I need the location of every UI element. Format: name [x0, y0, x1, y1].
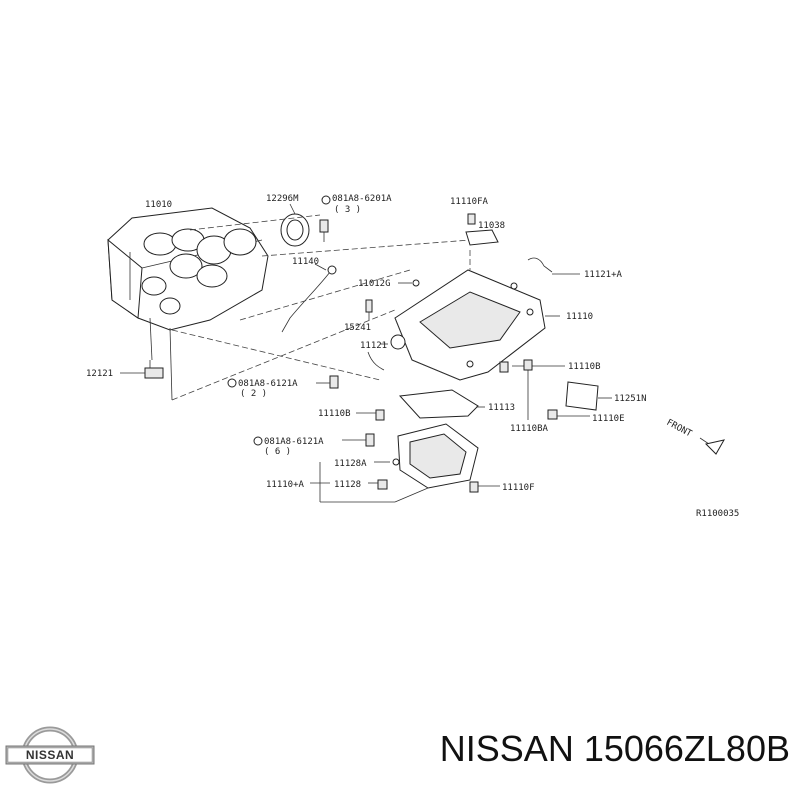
label-bolt-e: 11110E: [592, 414, 625, 424]
label-bolt-b-lower: 11110B: [318, 409, 351, 419]
upper-oil-pan: [390, 269, 560, 381]
mount-bracket: [120, 360, 164, 379]
label-bolt-f: 11110F: [502, 483, 535, 493]
label-drain-group: 11110+A: [266, 480, 305, 490]
label-ref: R1100035: [696, 509, 739, 519]
label-block: 11010: [145, 200, 172, 210]
nissan-logo: NISSAN: [5, 726, 95, 784]
bolt-11110e: [547, 409, 590, 420]
label-bolt-c: 081A8-6121A: [264, 437, 324, 447]
label-11121: 11121: [360, 341, 387, 351]
bolt-b: [227, 375, 339, 389]
label-mount: 12121: [86, 369, 113, 379]
label-bolt-c-qty: ( 6 ): [264, 447, 291, 457]
assembly-lines: [171, 214, 471, 401]
bolt-11110b-lower: [356, 409, 385, 421]
label-dipstick: 11140: [292, 257, 319, 267]
lower-oil-pan: [397, 423, 479, 489]
dipstick: [281, 263, 337, 333]
label-bolt-ba: 11110BA: [510, 424, 549, 434]
label-bolt-b-qty: ( 2 ): [240, 389, 267, 399]
label-bolt-a-qty: ( 3 ): [334, 205, 361, 215]
label-bolt-b: 081A8-6121A: [238, 379, 298, 389]
label-bracket: 11038: [478, 221, 505, 231]
label-front: FRONT: [665, 418, 694, 440]
plug: [398, 279, 420, 287]
engine-block: [107, 207, 269, 401]
drain-plug: [310, 458, 429, 503]
label-bolt-fa: 11110FA: [450, 197, 489, 207]
label-bolt-a: 081A8-6201A: [332, 194, 392, 204]
oil-level-sensor: [527, 257, 580, 275]
label-seal: 12296M: [266, 194, 299, 204]
front-arrow: [699, 437, 725, 455]
label-gasket: 11113: [488, 403, 515, 413]
label-gauge: 11121+A: [584, 270, 623, 280]
label-cover: 11251N: [614, 394, 647, 404]
logo-text: NISSAN: [26, 748, 74, 762]
rear-seal: [280, 203, 310, 247]
bolt-c: [253, 433, 375, 447]
part-11121: [367, 343, 388, 371]
label-15241: 15241: [344, 323, 371, 333]
label-upper-pan: 11110: [566, 312, 593, 322]
bracket: [465, 213, 499, 246]
label-washer: 11128A: [334, 459, 367, 469]
cover: [565, 381, 612, 411]
gasket: [398, 389, 485, 419]
part-number-title: NISSAN 15066ZL80B: [439, 728, 790, 769]
label-drain-plug: 11128: [334, 480, 361, 490]
bolt-11110f: [469, 481, 500, 493]
label-plug-g: 11012G: [358, 279, 391, 289]
label-bolt-b2: 11110B: [568, 362, 601, 372]
bolt-11110ba: [523, 359, 533, 420]
part-15241: [365, 299, 373, 320]
bolt-a: [319, 195, 331, 242]
bolt-11110b-upper: [499, 361, 565, 373]
